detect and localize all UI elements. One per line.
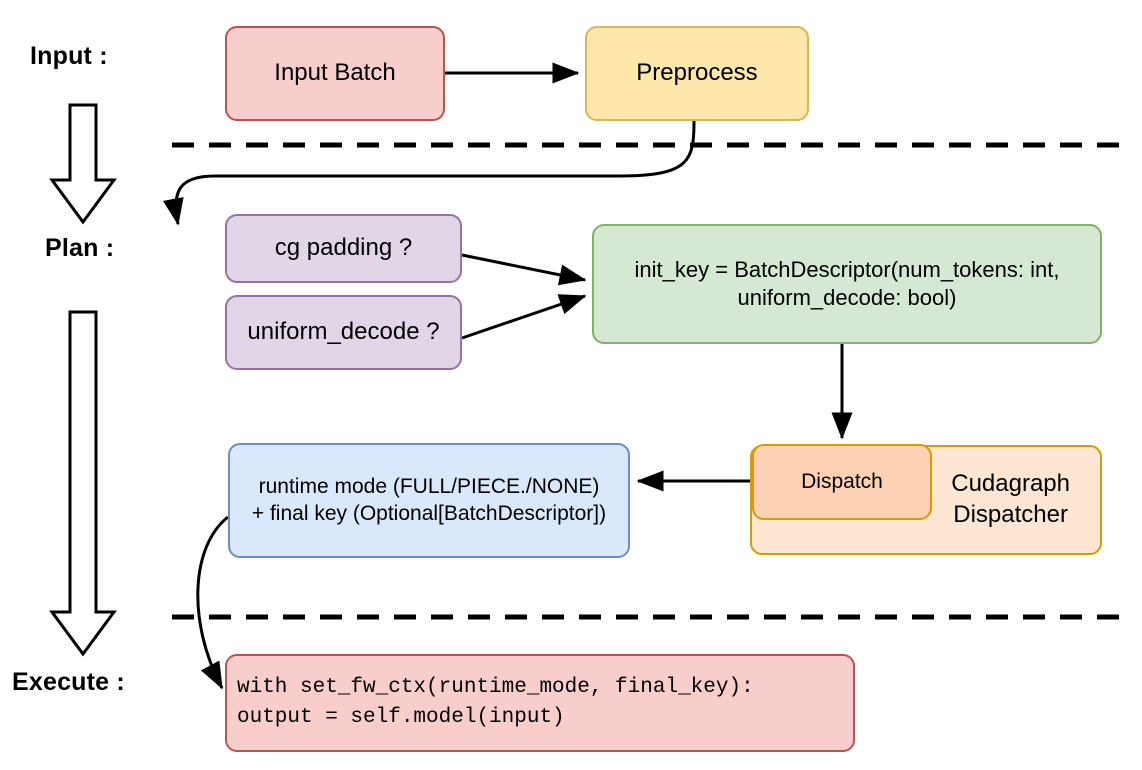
edge-runtime-mode-to-execute-code — [196, 515, 229, 690]
node-runtime-mode[interactable]: runtime mode (FULL/PIECE./NONE) + final … — [228, 443, 630, 558]
node-input-batch[interactable]: Input Batch — [225, 26, 445, 121]
stage-label-plan: Plan : — [45, 234, 115, 262]
stage-label-input: Input : — [30, 42, 108, 70]
node-dispatch[interactable]: Dispatch — [752, 444, 932, 520]
node-uniform-decode[interactable]: uniform_decode ? — [225, 295, 462, 370]
node-cg-padding[interactable]: cg padding ? — [225, 214, 462, 283]
edge-uniform-decode-to-init-key — [461, 294, 587, 340]
edge-cg-padding-to-init-key — [461, 253, 587, 286]
node-init-key[interactable]: init_key = BatchDescriptor(num_tokens: i… — [592, 224, 1102, 344]
node-preprocess[interactable]: Preprocess — [585, 26, 809, 121]
plan-to-execute-arrow — [49, 310, 117, 657]
stage-label-execute: Execute : — [12, 668, 125, 696]
edge-preprocess-to-cg-padding — [162, 120, 696, 226]
input-to-plan-arrow — [49, 103, 117, 225]
node-execute-code[interactable]: with set_fw_ctx(runtime_mode, final_key)… — [225, 654, 855, 752]
